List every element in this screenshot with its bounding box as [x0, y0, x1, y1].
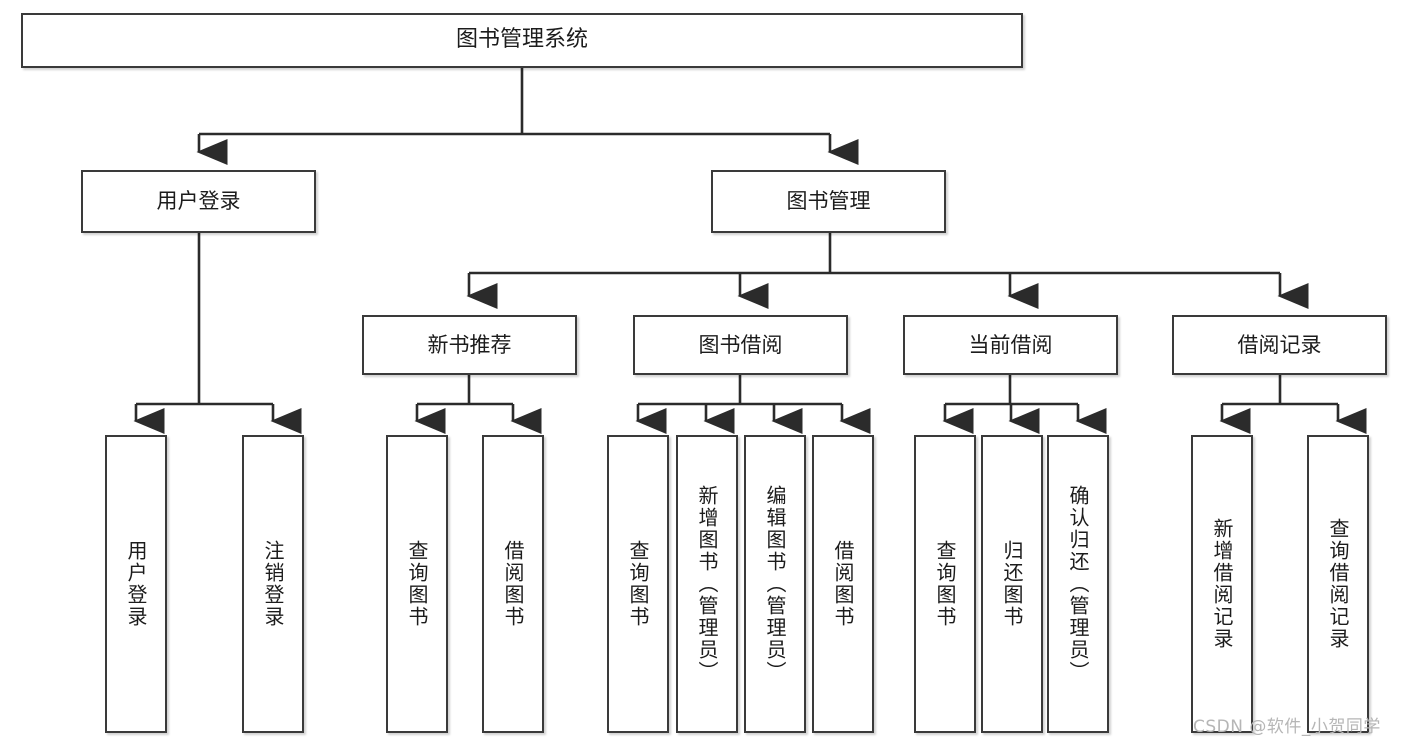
node-label: 新增图书（管理员）: [695, 485, 719, 683]
node-label: 借阅记录: [1237, 332, 1322, 357]
leaf-current-borrow-confirm-return[interactable]: 确认归还（管理员）: [1047, 435, 1109, 733]
node-label: 借阅图书: [831, 540, 855, 628]
node-label: 新书推荐: [427, 332, 512, 357]
node-root-system[interactable]: 图书管理系统: [21, 13, 1023, 68]
node-label: 图书借阅: [698, 332, 783, 357]
node-label: 编辑图书（管理员）: [763, 485, 787, 683]
node-label: 注销登录: [261, 540, 285, 628]
node-current-borrow[interactable]: 当前借阅: [903, 315, 1118, 375]
leaf-book-borrow-add[interactable]: 新增图书（管理员）: [676, 435, 738, 733]
leaf-current-borrow-return[interactable]: 归还图书: [981, 435, 1043, 733]
node-label: 图书管理系统: [455, 27, 588, 53]
leaf-borrow-record-query[interactable]: 查询借阅记录: [1307, 435, 1369, 733]
node-label: 当前借阅: [968, 332, 1053, 357]
node-label: 图书管理: [786, 189, 871, 214]
leaf-borrow-record-add[interactable]: 新增借阅记录: [1191, 435, 1253, 733]
leaf-user-login-signout[interactable]: 注销登录: [242, 435, 304, 733]
node-borrow-record[interactable]: 借阅记录: [1172, 315, 1387, 375]
leaf-user-login-signin[interactable]: 用户登录: [105, 435, 167, 733]
node-book-management[interactable]: 图书管理: [711, 170, 946, 233]
node-book-borrow[interactable]: 图书借阅: [633, 315, 848, 375]
node-new-book-recommend[interactable]: 新书推荐: [362, 315, 577, 375]
leaf-book-borrow-borrow[interactable]: 借阅图书: [812, 435, 874, 733]
node-label: 查询借阅记录: [1326, 518, 1350, 650]
node-label: 用户登录: [124, 540, 148, 628]
node-label: 查询图书: [405, 540, 429, 628]
node-label: 查询图书: [626, 540, 650, 628]
csdn-watermark: CSDN @软件_小贺同学: [1193, 717, 1381, 737]
node-label: 确认归还（管理员）: [1066, 485, 1090, 683]
node-label: 借阅图书: [501, 540, 525, 628]
node-user-login[interactable]: 用户登录: [81, 170, 316, 233]
node-label: 用户登录: [156, 189, 241, 214]
leaf-current-borrow-query[interactable]: 查询图书: [914, 435, 976, 733]
node-label: 归还图书: [1000, 540, 1024, 628]
leaf-new-book-query[interactable]: 查询图书: [386, 435, 448, 733]
leaf-new-book-borrow[interactable]: 借阅图书: [482, 435, 544, 733]
node-label: 查询图书: [933, 540, 957, 628]
leaf-book-borrow-query[interactable]: 查询图书: [607, 435, 669, 733]
node-label: 新增借阅记录: [1210, 518, 1234, 650]
leaf-book-borrow-edit[interactable]: 编辑图书（管理员）: [744, 435, 806, 733]
